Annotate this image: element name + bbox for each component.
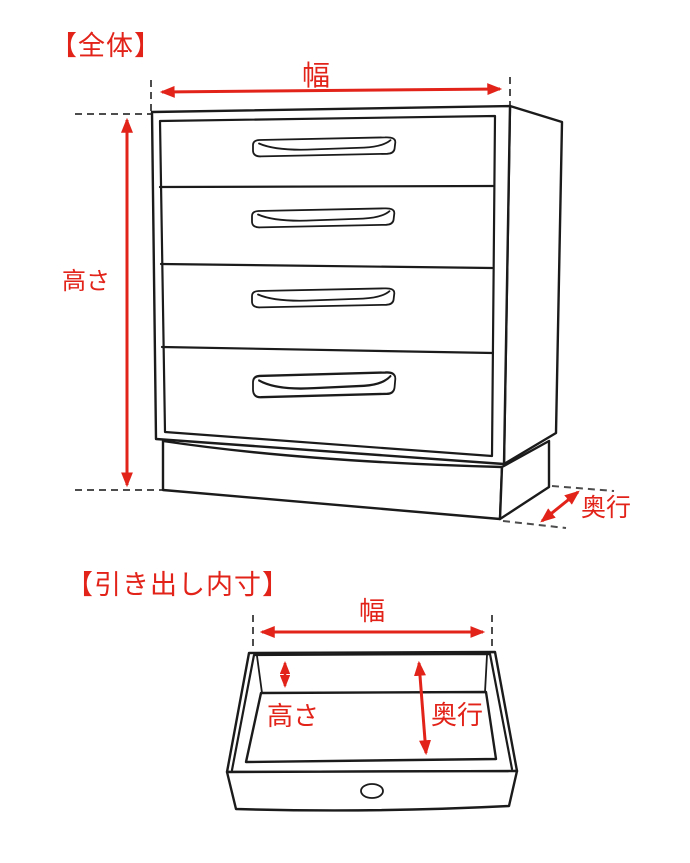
chest-front-frame <box>158 114 497 458</box>
drawer-divider-line-2 <box>159 262 494 270</box>
drawer-depth-arrow <box>414 660 431 756</box>
guide-depth-upper <box>551 485 615 492</box>
drawer-inner-rim <box>230 652 514 772</box>
drawer-divider-line-3 <box>160 345 495 355</box>
drawer-back-left-corner <box>256 655 263 694</box>
drawer-width-dimension: 幅 <box>259 596 486 638</box>
drawer-back-right-corner <box>484 654 488 693</box>
overall-width-label: 幅 <box>302 60 330 91</box>
chest-illustration <box>150 104 564 521</box>
overall-heading: 【全体】 <box>50 31 162 61</box>
drawer-heading: 【引き出し内寸】 <box>66 570 290 600</box>
drawer-handle-hole <box>360 783 384 799</box>
drawer-width-label: 幅 <box>359 596 385 626</box>
drawer-illustration <box>225 650 519 812</box>
overall-diagram: 【全体】 幅 高さ <box>50 31 631 529</box>
guide-depth-lower <box>502 520 567 529</box>
chest-front-face <box>150 104 512 466</box>
overall-width-arrow <box>159 83 503 98</box>
drawer-dimension-guides <box>252 615 493 648</box>
drawer-depth-dimension: 奥行 <box>414 660 483 756</box>
drawer-inner-diagram: 【引き出し内寸】 幅 高さ 奥行 <box>66 570 519 812</box>
overall-height-label: 高さ <box>62 268 110 295</box>
overall-depth-dimension: 奥行 <box>540 490 631 523</box>
drawer-divider-line-1 <box>158 184 495 189</box>
drawer-height-dimension: 高さ <box>267 661 319 731</box>
chest-plinth-side <box>498 439 551 521</box>
overall-height-dimension: 高さ <box>62 117 133 488</box>
overall-depth-arrow <box>540 490 580 523</box>
drawer-depth-label: 奥行 <box>431 700 483 730</box>
drawer-front-panel <box>225 769 519 812</box>
overall-width-dimension: 幅 <box>159 60 503 98</box>
chest-side-panel <box>502 104 564 466</box>
drawer-floor <box>244 690 498 764</box>
overall-depth-label: 奥行 <box>581 494 631 522</box>
drawer-height-label: 高さ <box>267 701 319 731</box>
